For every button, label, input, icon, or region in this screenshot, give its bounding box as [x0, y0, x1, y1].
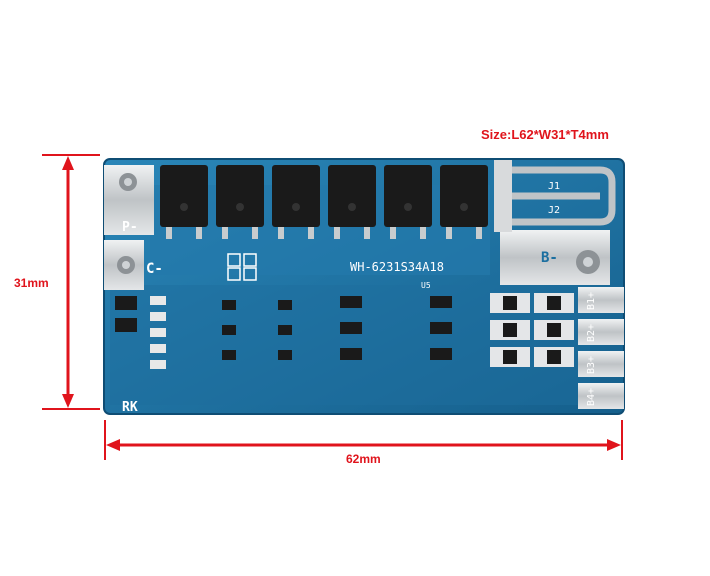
jumper-label-j1: J1 [548, 181, 560, 192]
mosfet [216, 165, 264, 239]
cell-tap-pads [578, 287, 624, 409]
mosfet [160, 165, 208, 239]
pad-c-minus [104, 240, 144, 290]
size-caption: Size:L62*W31*T4mm [481, 127, 609, 142]
mosfet [272, 165, 320, 239]
pad-label-p-minus: P- [122, 220, 138, 235]
marking-rk: RK [122, 400, 138, 415]
jumper-label-j2: J2 [548, 205, 560, 216]
mosfet [440, 165, 488, 239]
height-dimension-label: 31mm [14, 276, 49, 290]
pad-b-minus [500, 230, 610, 285]
jumper-wires [494, 160, 616, 232]
pad-label-c-minus: C- [146, 261, 163, 277]
mosfet [328, 165, 376, 239]
cell-tap-label-b2: B2+ [586, 324, 597, 342]
marking-u5: U5 [421, 281, 431, 290]
width-dimension-label: 62mm [346, 452, 381, 466]
cell-tap-label-b3: B3+ [586, 356, 597, 374]
mosfet-row [160, 165, 488, 239]
cell-tap-label-b1: B1+ [586, 292, 597, 310]
pad-label-b-minus: B- [541, 250, 558, 266]
silkscreen: P- C- B- WH-6231S34A18 J1 J2 U5 RK B1+ B… [122, 181, 597, 415]
dimension-lines [42, 154, 623, 460]
smd-components [115, 253, 574, 369]
board-model-label: WH-6231S34A18 [350, 260, 444, 274]
pad-p-minus [104, 165, 154, 235]
mosfet [384, 165, 432, 239]
cell-tap-label-b4: B4+ [586, 388, 597, 406]
